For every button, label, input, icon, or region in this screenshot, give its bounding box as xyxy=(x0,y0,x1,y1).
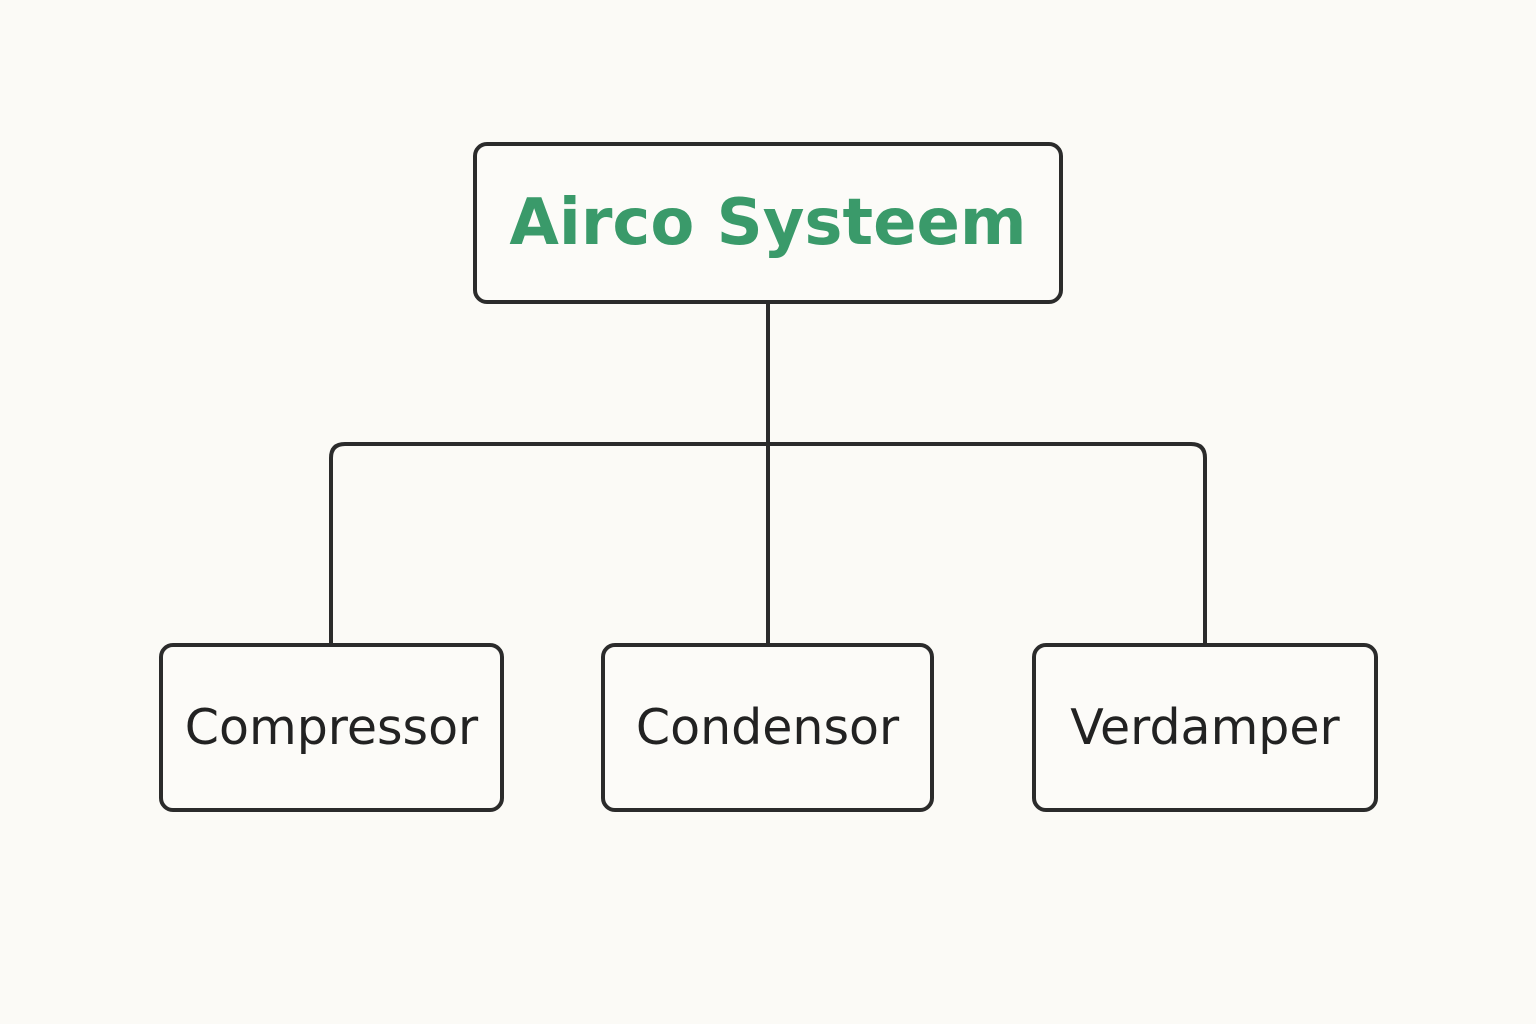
node-verdamper: Verdamper xyxy=(1032,643,1378,812)
node-root-label: Airco Systeem xyxy=(509,186,1027,260)
node-condensor: Condensor xyxy=(601,643,934,812)
node-condensor-label: Condensor xyxy=(635,699,900,756)
node-compressor: Compressor xyxy=(159,643,504,812)
node-compressor-label: Compressor xyxy=(184,699,479,756)
node-verdamper-label: Verdamper xyxy=(1070,699,1340,756)
node-airco-systeem: Airco Systeem xyxy=(473,142,1063,304)
